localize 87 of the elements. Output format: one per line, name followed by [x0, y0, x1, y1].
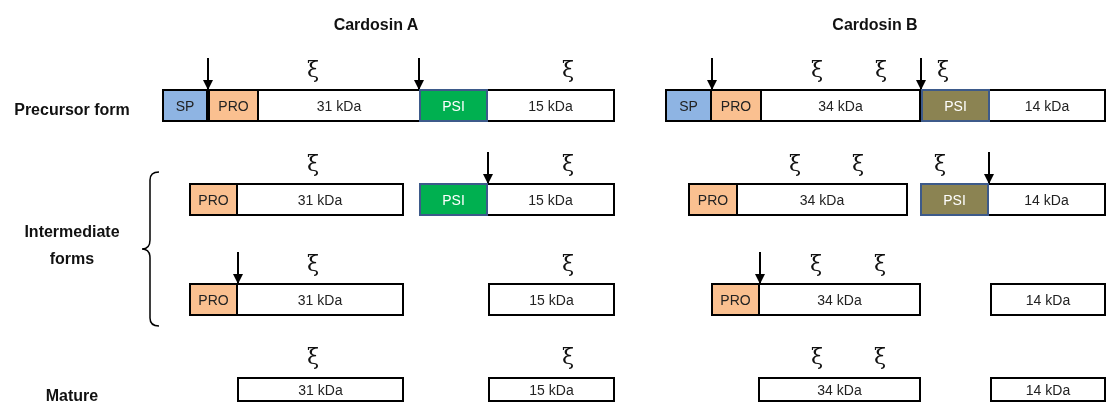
prosegment	[711, 283, 760, 316]
cleavage-arrow	[414, 57, 424, 90]
prosegment	[208, 89, 259, 122]
glycosylation-site-symbol: ξ	[560, 152, 576, 176]
cleavage-arrow	[203, 57, 213, 90]
segment-label: 15 kDa	[528, 97, 573, 114]
chain-segment	[990, 283, 1106, 316]
glycosylation-site-symbol: ξ	[560, 345, 576, 369]
glycosylation-site-symbol: ξ	[305, 58, 321, 82]
segment-label: PRO	[720, 291, 751, 308]
glycosylation-site-symbol: ξ	[809, 58, 825, 82]
segment-label: 34 kDa	[818, 97, 863, 114]
chain-segment	[990, 377, 1106, 402]
segment-label: PRO	[198, 291, 229, 308]
segment-label: PRO	[198, 191, 229, 208]
psi-segment	[920, 183, 989, 216]
column-heading: Cardosin A	[332, 16, 420, 34]
prosegment	[189, 283, 238, 316]
segment-label: 31 kDa	[297, 291, 343, 308]
glycosylation-site-symbol: ξ	[808, 252, 824, 276]
segment-label: 15 kDa	[529, 381, 574, 398]
glycosylation-site-symbol: ξ	[932, 152, 948, 176]
segment-label: PRO	[697, 191, 729, 208]
segment-label: SP	[175, 97, 195, 114]
chain-segment	[760, 89, 921, 122]
segment-label: PSI	[943, 191, 966, 208]
glycosylation-site-symbol: ξ	[560, 252, 576, 276]
chain-segment	[988, 89, 1106, 122]
chain-segment	[987, 183, 1106, 216]
chain-segment	[237, 377, 404, 402]
row-label: Intermediate forms	[23, 222, 121, 269]
column-heading: Cardosin B	[831, 16, 919, 34]
row-label: Precursor form	[13, 100, 131, 120]
glycosylation-site-symbol: ξ	[872, 345, 888, 369]
segment-label: 34 kDa	[817, 291, 862, 308]
signal-peptide-segment	[665, 89, 712, 122]
prosegment	[189, 183, 238, 216]
chain-segment	[486, 89, 615, 122]
segment-label: 15 kDa	[529, 291, 574, 308]
chain-segment	[236, 183, 404, 216]
row-label: Mature	[44, 386, 100, 403]
segment-label: 15 kDa	[528, 191, 573, 208]
prosegment	[710, 89, 762, 122]
cleavage-arrow	[233, 251, 243, 284]
cleavage-arrow	[707, 57, 717, 90]
segment-label: 31 kDa	[297, 191, 343, 208]
glycosylation-site-symbol: ξ	[560, 58, 576, 82]
cleavage-arrow	[483, 151, 493, 184]
glycosylation-site-symbol: ξ	[850, 152, 866, 176]
segment-label: PRO	[720, 97, 752, 114]
chain-segment	[736, 183, 908, 216]
psi-segment	[419, 89, 488, 122]
segment-label: 14 kDa	[1025, 291, 1071, 308]
chain-segment	[257, 89, 421, 122]
glycosylation-site-symbol: ξ	[809, 345, 825, 369]
chain-segment	[758, 377, 921, 402]
glycosylation-site-symbol: ξ	[305, 252, 321, 276]
glycosylation-site-symbol: ξ	[935, 58, 951, 82]
glycosylation-site-symbol: ξ	[305, 345, 321, 369]
chain-segment	[758, 283, 921, 316]
glycosylation-site-symbol: ξ	[305, 152, 321, 176]
glycosylation-site-symbol: ξ	[873, 58, 889, 82]
psi-segment	[419, 183, 488, 216]
chain-segment	[236, 283, 404, 316]
segment-label: PSI	[442, 97, 465, 114]
cleavage-arrow	[916, 57, 926, 90]
chain-segment	[488, 377, 615, 402]
segment-label: 14 kDa	[1024, 191, 1069, 208]
glycosylation-site-symbol: ξ	[787, 152, 803, 176]
signal-peptide-segment	[162, 89, 208, 122]
segment-label: 34 kDa	[799, 191, 845, 208]
segment-label: 14 kDa	[1024, 97, 1070, 114]
chain-segment	[486, 183, 615, 216]
psi-segment	[921, 89, 990, 122]
segment-label: 31 kDa	[316, 97, 362, 114]
glycosylation-site-symbol: ξ	[872, 252, 888, 276]
segment-label: 14 kDa	[1025, 381, 1071, 398]
segment-label: PRO	[218, 97, 249, 114]
cleavage-arrow	[984, 151, 994, 184]
segment-label: SP	[679, 97, 698, 114]
segment-label: PSI	[944, 97, 967, 114]
segment-label: 31 kDa	[298, 381, 343, 398]
segment-label: PSI	[442, 191, 465, 208]
prosegment	[688, 183, 738, 216]
cleavage-arrow	[755, 251, 765, 284]
segment-label: 34 kDa	[817, 381, 862, 398]
chain-segment	[488, 283, 615, 316]
